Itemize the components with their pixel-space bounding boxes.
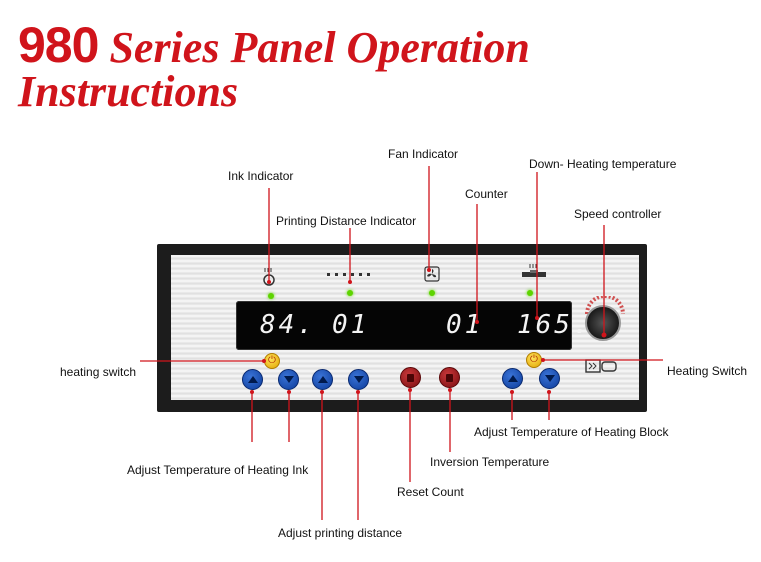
model-number: 980 xyxy=(18,17,99,73)
label-speed-controller: Speed controller xyxy=(574,207,662,221)
reset-icon xyxy=(407,373,414,382)
label-ink-indicator: Ink Indicator xyxy=(228,169,294,183)
speed-scale-arc xyxy=(585,296,625,315)
label-adjust-printing-distance: Adjust printing distance xyxy=(278,526,403,540)
heating-block-up-button[interactable] xyxy=(502,368,523,389)
led-display xyxy=(236,301,572,350)
ink-temperature-readout: 84. xyxy=(260,310,316,340)
heating-block-icon xyxy=(520,264,548,284)
ink-indicator-led xyxy=(268,293,274,299)
up-arrow-icon xyxy=(507,375,518,382)
down-arrow-icon xyxy=(544,375,555,382)
distance-up-button[interactable] xyxy=(312,369,333,390)
label-printing-distance-indicator: Printing Distance Indicator xyxy=(276,214,417,228)
heating-temperature-readout: 165. xyxy=(517,310,592,340)
label-fan-indicator: Fan Indicator xyxy=(388,147,459,161)
dotted-distance-icon xyxy=(326,268,376,281)
up-arrow-icon xyxy=(247,376,258,383)
inversion-icon xyxy=(446,373,453,382)
counter-readout: 01 xyxy=(446,310,484,340)
down-arrow-icon xyxy=(353,376,364,383)
label-adjust-temp-heating-ink: Adjust Temperature of Heating Ink xyxy=(127,463,309,477)
distance-readout: 01 xyxy=(332,310,370,340)
distance-down-button[interactable] xyxy=(348,369,369,390)
page-title-line-1: 980 Series Panel Operation xyxy=(18,20,530,70)
label-reset-count: Reset Count xyxy=(397,485,464,499)
ink-temp-up-button[interactable] xyxy=(242,369,263,390)
label-heating-switch-right: Heating Switch xyxy=(667,364,748,378)
label-adjust-temp-heating-block: Adjust Temperature of Heating Block xyxy=(474,425,669,439)
inversion-temperature-button[interactable] xyxy=(439,367,460,388)
reset-count-button[interactable] xyxy=(400,367,421,388)
label-counter: Counter xyxy=(465,187,508,201)
ink-temp-down-button[interactable] xyxy=(278,369,299,390)
distance-indicator-led xyxy=(347,290,353,296)
up-arrow-icon xyxy=(317,376,328,383)
label-down-heating-temperature: Down- Heating temperature xyxy=(529,157,677,171)
heater-device-icon xyxy=(584,356,620,378)
label-heating-switch-left: heating switch xyxy=(60,365,137,379)
page-title-line-2: Instructions xyxy=(18,67,239,116)
fan-indicator-led xyxy=(429,290,435,296)
label-inversion-temperature: Inversion Temperature xyxy=(430,455,550,469)
title-text-line-1: Series Panel Operation xyxy=(98,23,530,72)
fan-icon xyxy=(424,266,440,284)
heating-indicator-led xyxy=(527,290,533,296)
power-icon: ⏻ xyxy=(268,355,276,366)
heating-block-down-button[interactable] xyxy=(539,368,560,389)
power-icon: ⏻ xyxy=(530,354,538,365)
down-arrow-icon xyxy=(283,376,294,383)
